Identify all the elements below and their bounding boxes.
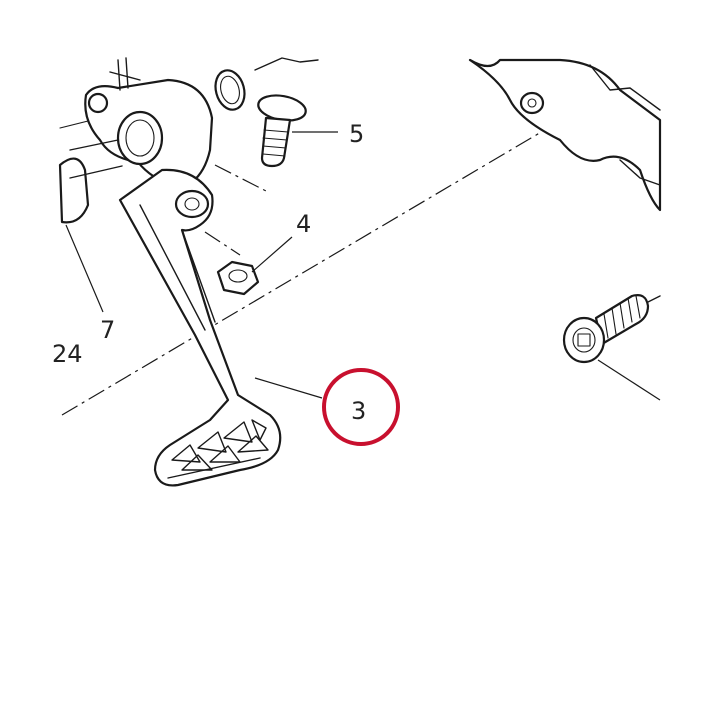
leader-3 <box>254 377 323 399</box>
spring-rod-part <box>58 109 105 313</box>
cap-screw-part <box>562 294 661 401</box>
leader-4 <box>251 236 293 273</box>
callout-24: 24 <box>52 340 83 368</box>
stand-bolt-hole-icon <box>174 189 210 219</box>
frame-hole-icon <box>519 91 545 115</box>
alignment-centerlines <box>61 127 549 416</box>
foot-pad-tread <box>167 419 269 479</box>
bolt-part <box>257 94 338 168</box>
bolt-centerline <box>214 164 269 193</box>
pivot-hole-icon <box>116 110 164 166</box>
side-stand-leg-part <box>118 168 323 487</box>
callout-7: 7 <box>100 316 115 344</box>
highlight-circle <box>322 368 400 446</box>
leader-7 <box>65 224 104 313</box>
nut-part <box>216 236 293 296</box>
o-ring-part <box>214 57 319 111</box>
main-centerline <box>61 127 549 416</box>
screw-leader <box>597 359 661 401</box>
callout-4: 4 <box>296 210 311 238</box>
nut-centerline <box>204 231 241 256</box>
callout-3: 3 <box>351 397 366 425</box>
callout-5: 5 <box>349 120 364 148</box>
frame-bracket-part <box>468 58 662 212</box>
pivot-bracket-part <box>69 57 214 192</box>
